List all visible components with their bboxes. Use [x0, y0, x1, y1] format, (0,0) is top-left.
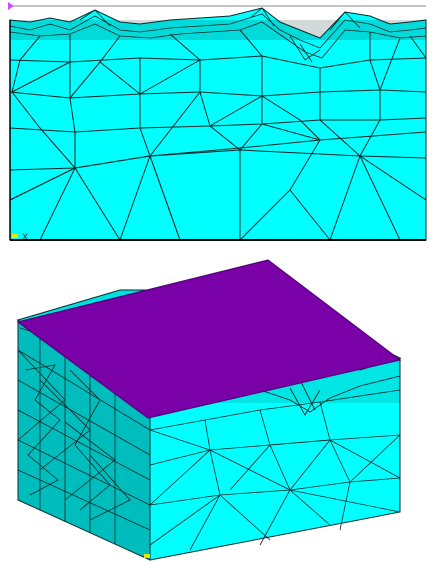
surface-shade	[10, 20, 426, 40]
axis-label-x: X	[22, 233, 28, 243]
axis-marker-icon	[8, 2, 14, 10]
left-face-mesh	[17, 332, 151, 544]
axis-triad-icon	[12, 234, 18, 238]
isometric-mesh	[16, 259, 402, 561]
side-view-panel: X	[0, 0, 433, 250]
mesh-lines	[9, 29, 427, 241]
mesh-body	[9, 7, 427, 241]
axis-triad-icon-bottom	[144, 554, 150, 558]
side-view-mesh: X	[8, 2, 427, 243]
cutting-plane	[16, 259, 402, 419]
isometric-view-panel	[0, 250, 433, 563]
front-face-mesh	[149, 389, 401, 551]
